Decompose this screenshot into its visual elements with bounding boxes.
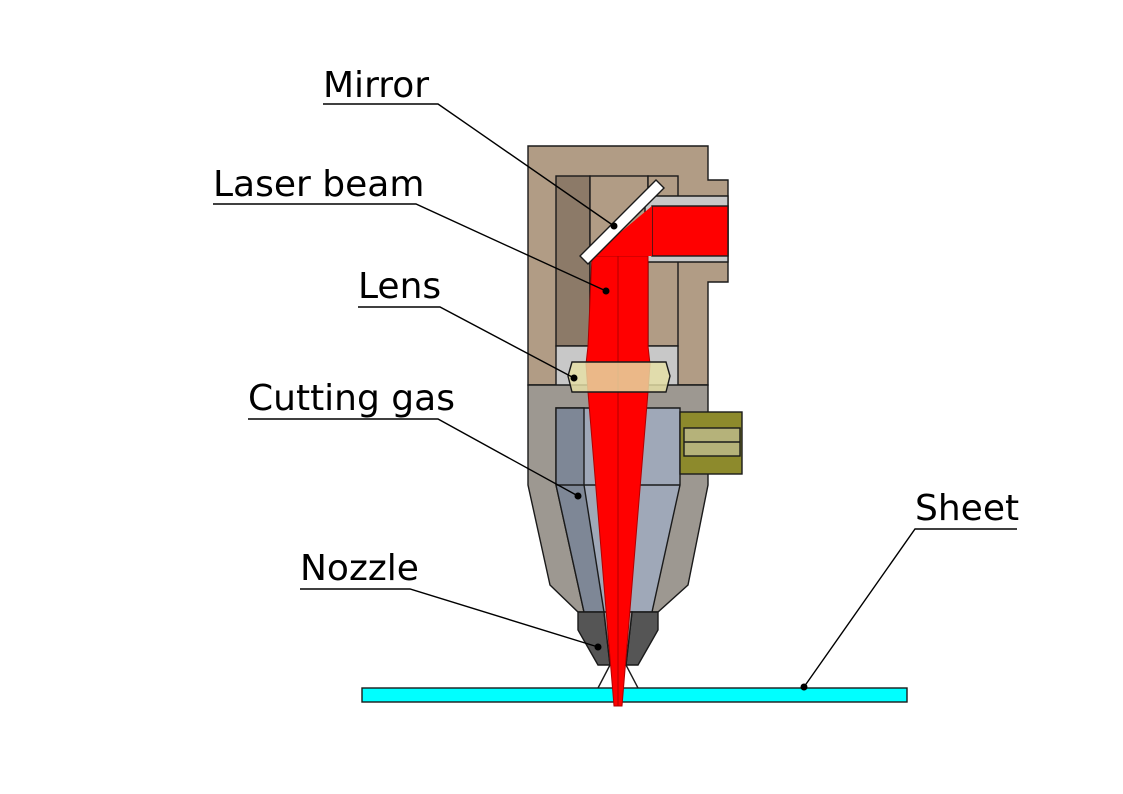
gas-jet-left	[597, 664, 611, 689]
lens-label: Lens	[358, 266, 441, 307]
mirror	[579, 179, 665, 265]
sheet-leader	[803, 528, 1017, 688]
sheet-plate	[361, 687, 908, 703]
nozzle-left	[577, 611, 611, 666]
nozzle-label: Nozzle	[300, 548, 419, 589]
cutting-gas-leader-dot	[574, 492, 582, 500]
laser-beam-leader-dot	[602, 287, 610, 295]
inlet-port-channel	[651, 205, 729, 257]
sheet-leader-dot	[800, 683, 808, 691]
labels: Mirror Laser beam Lens Cutting gas Nozzl…	[213, 65, 1019, 589]
laser-beam-leader	[213, 203, 607, 292]
beam-inlet-port	[644, 195, 729, 263]
mirror-label: Mirror	[323, 65, 429, 106]
nozzle-leader	[300, 588, 599, 648]
cutting-gas-leader	[248, 418, 579, 497]
cutting-gas-label: Cutting gas	[248, 378, 455, 419]
lens-leader	[358, 306, 575, 379]
gas-jet-right	[625, 664, 639, 689]
leader-lines	[213, 103, 1017, 691]
gas-fitting	[679, 411, 743, 475]
mirror-plate	[579, 179, 665, 265]
lens-body	[567, 361, 671, 393]
laser-beam-label: Laser beam	[213, 164, 424, 205]
sheet-label: Sheet	[915, 488, 1019, 529]
nozzle-leader-dot	[594, 643, 602, 651]
lens-leader-dot	[570, 374, 578, 382]
sheet	[361, 687, 908, 703]
mirror-leader	[323, 103, 615, 227]
mirror-leader-dot	[610, 222, 618, 230]
lens-element	[567, 361, 671, 393]
